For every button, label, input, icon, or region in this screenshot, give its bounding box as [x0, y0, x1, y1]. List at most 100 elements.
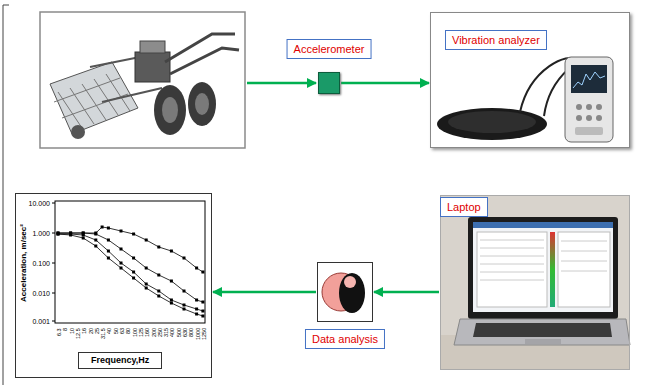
axis-tick: 50	[113, 328, 119, 334]
illustration-part	[52, 263, 55, 264]
illustration-part	[561, 271, 607, 272]
analysis-icon	[317, 262, 373, 322]
illustration-part	[448, 111, 536, 133]
illustration-part	[473, 323, 612, 337]
axis-tick: 10.000	[29, 200, 50, 208]
laptop-node: Laptop	[440, 195, 630, 370]
illustration-part	[58, 234, 203, 311]
illustration-part	[480, 256, 544, 257]
illustration-part	[50, 62, 138, 134]
axis-tick: 80	[125, 328, 131, 334]
illustration-part	[58, 233, 203, 302]
illustration-part	[480, 280, 544, 281]
page-frame	[3, 5, 9, 6]
harvester-picture	[40, 12, 245, 148]
illustration-part	[162, 97, 178, 123]
illustration-part	[195, 93, 209, 115]
illustration-part	[58, 92, 82, 128]
illustration-part	[561, 241, 607, 242]
axis-tick: 1250	[201, 328, 207, 340]
flow-arrow	[341, 82, 429, 85]
illustration-part	[71, 125, 85, 139]
illustration-part	[52, 233, 55, 234]
sensor-node: Accelerometer	[318, 72, 340, 94]
illustration-part	[558, 232, 610, 307]
illustration-part	[586, 104, 592, 110]
illustration-part	[339, 273, 365, 313]
illustration-part	[596, 115, 602, 121]
axis-tick: 8	[62, 328, 68, 331]
analysis-node: Data analysis	[317, 262, 373, 322]
axis-tick: 1000	[195, 328, 201, 340]
axis-tick: 31.5	[100, 328, 106, 339]
illustration-part	[561, 261, 607, 262]
illustration-part	[480, 240, 544, 241]
illustration-part	[135, 52, 170, 82]
illustration-part	[430, 12, 630, 148]
spectrum-plot	[52, 201, 205, 323]
axis-tick: 0.010	[32, 290, 50, 298]
illustration-part	[52, 321, 55, 322]
illustration-part	[154, 85, 186, 135]
axis-tick: 40	[106, 328, 112, 334]
illustration-part	[561, 251, 607, 252]
axis-tick: 800	[188, 328, 194, 337]
axis-title: Frequency,Hz	[78, 352, 162, 369]
axis-tick: 0.100	[32, 260, 50, 268]
illustration-part	[480, 264, 544, 265]
illustration-part	[52, 293, 55, 294]
illustration-part	[480, 248, 544, 249]
illustration-part	[140, 41, 165, 53]
axis-tick: 1.000	[32, 230, 50, 238]
illustration-part	[575, 127, 603, 135]
illustration-part	[440, 195, 630, 370]
axis-tick: 630	[182, 328, 188, 337]
illustration-part	[480, 272, 544, 273]
analyzer-node: Vibration analyzer	[430, 12, 630, 148]
axis-tick: 315	[163, 328, 169, 337]
illustration-part	[40, 12, 245, 148]
step-label: Data analysis	[305, 329, 385, 349]
illustration-part	[573, 72, 605, 88]
axis-tick: 125	[138, 328, 144, 337]
flow-arrow	[374, 291, 439, 294]
illustration-part	[102, 88, 162, 102]
illustration-part	[565, 57, 613, 142]
axis-tick: 200	[151, 328, 157, 337]
illustration-part	[58, 227, 203, 272]
device-label: Laptop	[440, 197, 488, 217]
illustration-part	[468, 217, 618, 319]
illustration-part	[586, 115, 592, 121]
axis-tick: 16	[81, 328, 87, 334]
axis-tick: 250	[157, 328, 163, 337]
illustration-part	[317, 262, 373, 322]
axis-tick: 12.5	[75, 328, 81, 339]
illustration-part	[90, 57, 140, 67]
illustration-part	[54, 78, 120, 102]
device-label: Vibration analyzer	[445, 30, 547, 50]
flow-arrow	[213, 291, 316, 294]
illustration-part	[473, 222, 613, 312]
axis-tick: 500	[176, 328, 182, 337]
axis-tick: 400	[169, 328, 175, 337]
axis-title: Acceleration, m/sec²	[19, 224, 28, 302]
axis-tick: 10	[69, 328, 75, 334]
illustration-part	[473, 222, 613, 228]
page-frame	[3, 5, 4, 385]
illustration-part	[70, 88, 94, 124]
axis-tick: 6.3	[56, 328, 62, 336]
illustration-part	[58, 234, 203, 316]
illustration-part	[170, 48, 239, 74]
illustration-part	[571, 65, 607, 93]
illustration-part	[94, 79, 118, 115]
axis-tick: 0.001	[32, 318, 50, 326]
illustration-part	[576, 115, 582, 121]
axis-tick: 20	[88, 328, 94, 334]
axis-tick: 100	[132, 328, 138, 337]
illustration-part	[576, 104, 582, 110]
axis-tick: 25	[94, 328, 100, 334]
laptop-picture	[440, 195, 630, 370]
chart-node: Acceleration, m/sec² Frequency,Hz 10.000 1.…	[15, 193, 212, 378]
